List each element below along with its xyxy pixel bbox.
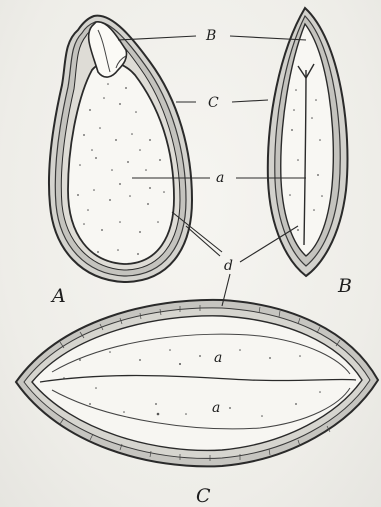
leader-d-a-outer [186,226,220,256]
label-view-b: B [337,275,352,297]
seed-view-a [49,16,192,282]
seed-view-b [268,8,348,276]
label-view-c: C [196,485,211,507]
label-c: C [208,95,219,111]
label-a-mid: a [214,350,222,366]
label-view-a: A [50,285,66,307]
label-b: B [205,28,216,44]
leader-c-right [232,100,268,102]
seed-view-c [16,300,378,467]
label-a-low: a [212,400,220,416]
label-d: d [224,258,233,274]
label-a-top: a [216,170,224,186]
